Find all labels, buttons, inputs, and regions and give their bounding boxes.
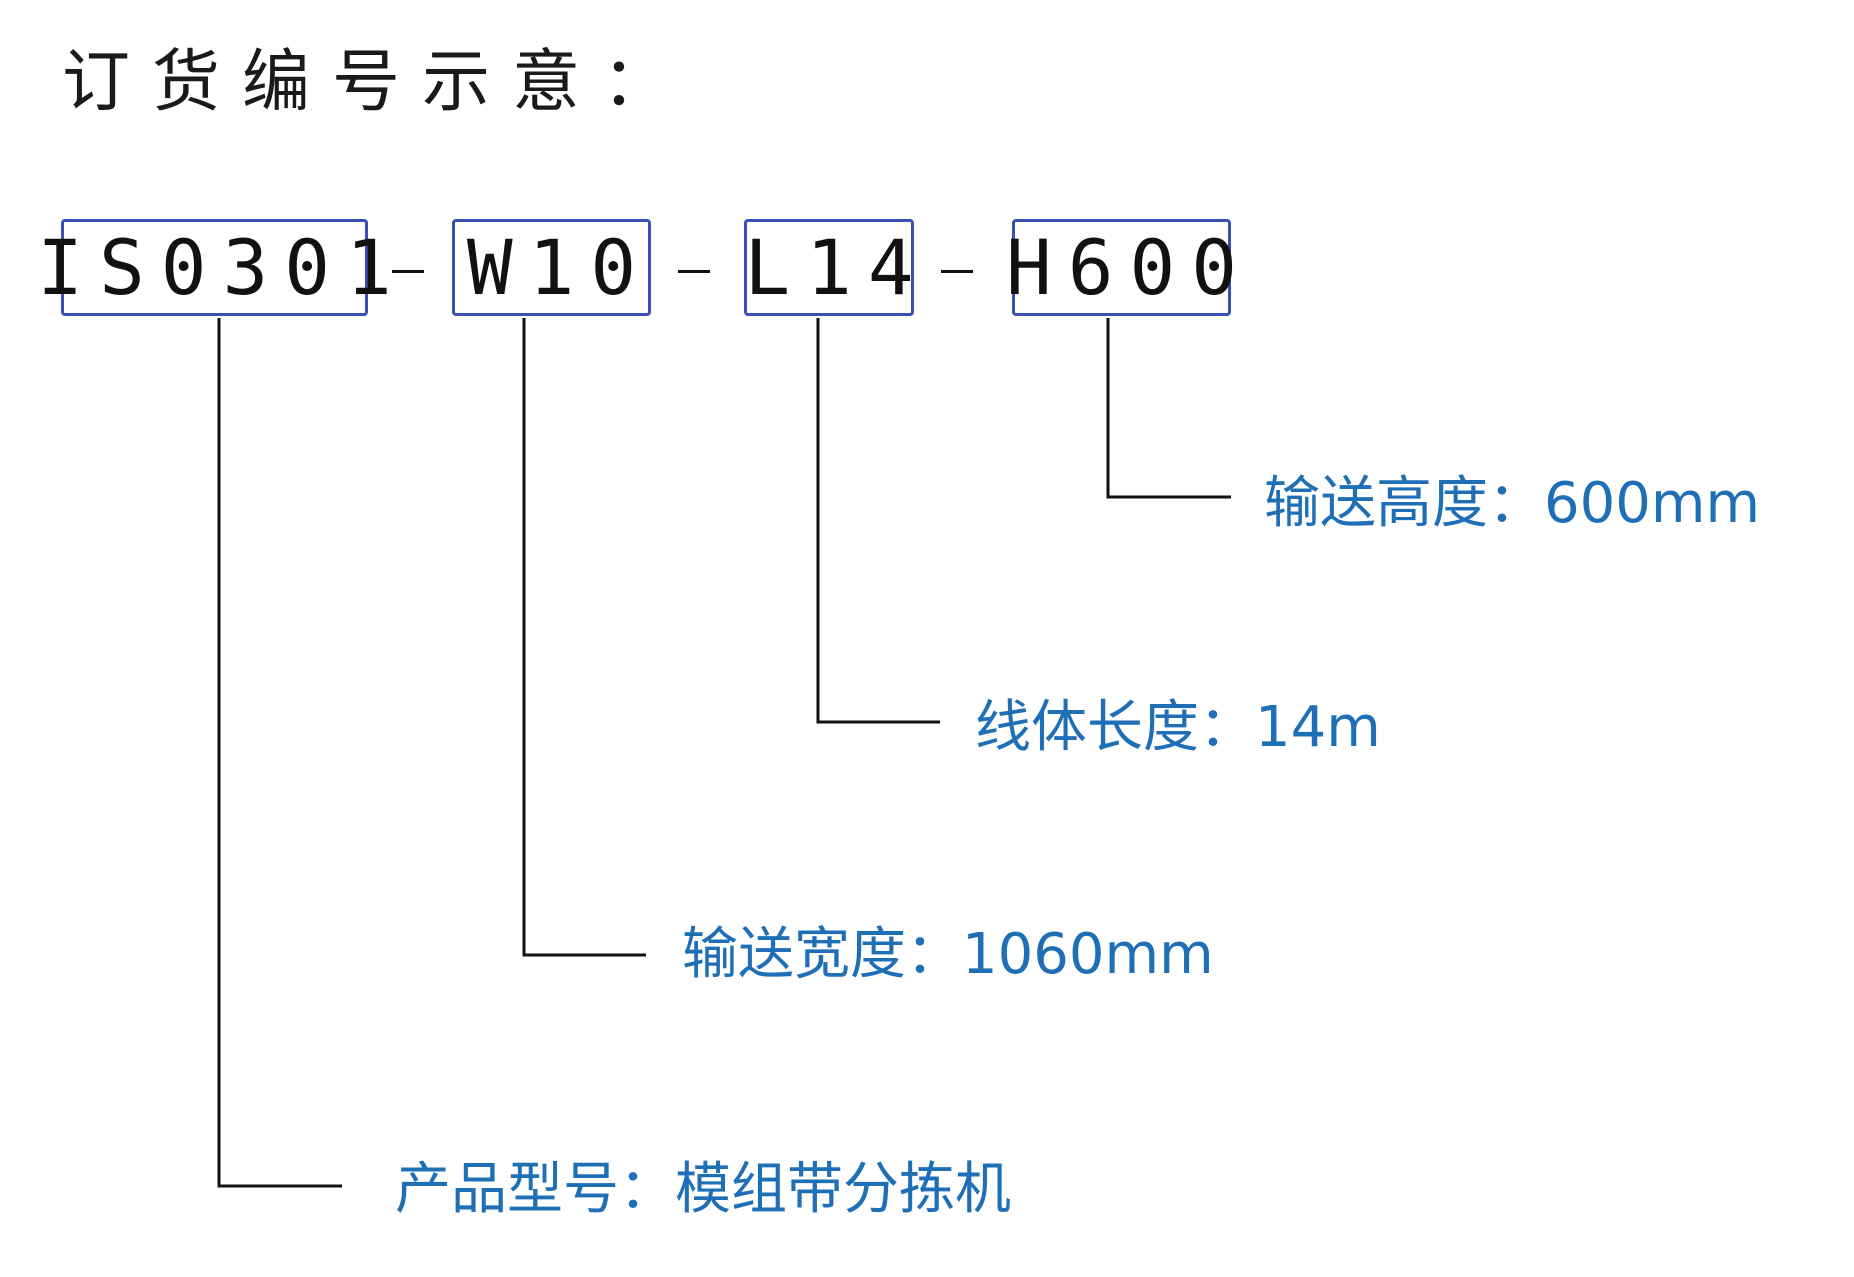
code-height: H600 <box>1005 223 1254 312</box>
separator-dash <box>941 270 973 273</box>
connector-width <box>522 318 646 957</box>
diagram-title: 订货编号示意： <box>62 43 693 122</box>
code-model: IS0301 <box>37 223 408 312</box>
description-height: 输送高度：600mm <box>1264 471 1760 536</box>
code-length: L14 <box>744 223 930 312</box>
connector-length <box>816 318 940 724</box>
code-box-width: W10 <box>452 219 651 316</box>
separator-dash <box>392 270 424 273</box>
description-model: 产品型号：模组带分拣机 <box>395 1157 1011 1222</box>
code-box-height: H600 <box>1006 219 1237 316</box>
description-length: 线体长度：14m <box>975 695 1381 760</box>
connector-height <box>1106 318 1231 499</box>
separator-dash <box>678 270 710 273</box>
code-box-model: IS0301 <box>37 219 392 316</box>
connector-model <box>217 318 342 1188</box>
description-width: 输送宽度：1060mm <box>682 922 1214 987</box>
code-width: W10 <box>466 223 653 312</box>
code-box-length: L14 <box>744 219 914 316</box>
